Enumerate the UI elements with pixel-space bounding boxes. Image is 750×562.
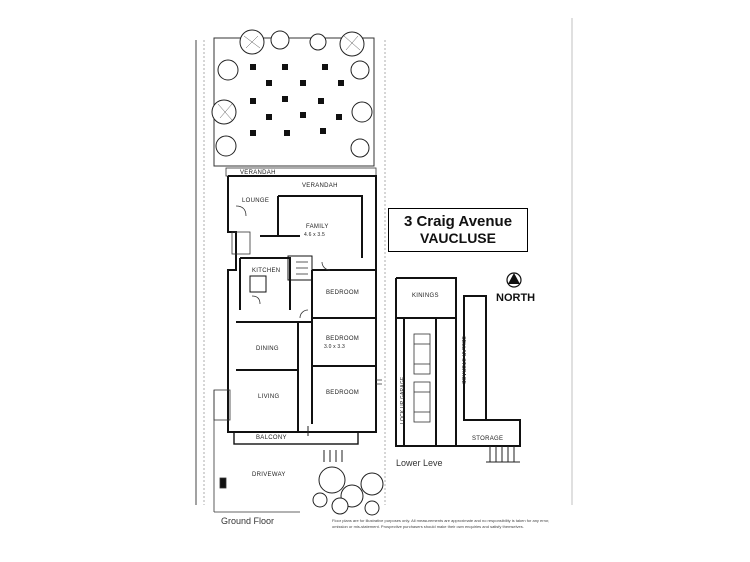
label-storage: STORAGE bbox=[472, 436, 504, 442]
label-bedroom-3: BEDROOM bbox=[326, 390, 360, 396]
label-lock-up-garage: LOCK UP GARAGE bbox=[400, 376, 406, 424]
label-family-size: 4.6 x 3.5 bbox=[304, 232, 325, 238]
ground-floor-walls bbox=[227, 175, 377, 445]
address-suburb: VAUCLUSE bbox=[420, 230, 496, 246]
label-bedroom-1: BEDROOM bbox=[326, 290, 360, 296]
garage-cars bbox=[413, 333, 431, 423]
label-kinings: KININGS bbox=[412, 293, 439, 299]
address-street: 3 Craig Avenue bbox=[403, 213, 513, 230]
north-compass-icon bbox=[506, 272, 522, 288]
ground-floor-label: Ground Floor bbox=[221, 516, 275, 526]
address-title-box: 3 Craig Avenue VAUCLUSE bbox=[388, 208, 528, 252]
lower-steps bbox=[486, 446, 520, 463]
lower-level-walls bbox=[395, 277, 521, 447]
lower-level-label: Lower Leve bbox=[396, 458, 443, 468]
label-driveway: DRIVEWAY bbox=[252, 472, 286, 478]
label-bedroom-2: BEDROOM bbox=[326, 336, 360, 342]
label-lounge: LOUNGE bbox=[242, 198, 270, 204]
label-living: LIVING bbox=[258, 394, 280, 400]
label-cellar-storage: CELLAR STORAGE bbox=[460, 336, 466, 385]
label-family: FAMILY bbox=[306, 224, 329, 230]
north-label: NORTH bbox=[496, 292, 536, 304]
front-steps bbox=[307, 426, 343, 462]
driveway-area bbox=[213, 389, 300, 513]
label-kitchen: KITCHEN bbox=[252, 268, 281, 274]
garden-area bbox=[211, 29, 375, 167]
label-bedroom-2-size: 3.0 x 3.3 bbox=[324, 344, 345, 350]
label-verandah: VERANDAH bbox=[302, 183, 338, 189]
disclaimer-text: Floor plans are for illustrative purpose… bbox=[332, 518, 550, 529]
label-balcony: BALCONY bbox=[256, 435, 287, 441]
front-shrubs bbox=[312, 466, 384, 516]
interior-details bbox=[231, 205, 382, 385]
label-dining: DINING bbox=[256, 346, 279, 352]
label-verandah-top: VERANDAH bbox=[240, 170, 276, 176]
